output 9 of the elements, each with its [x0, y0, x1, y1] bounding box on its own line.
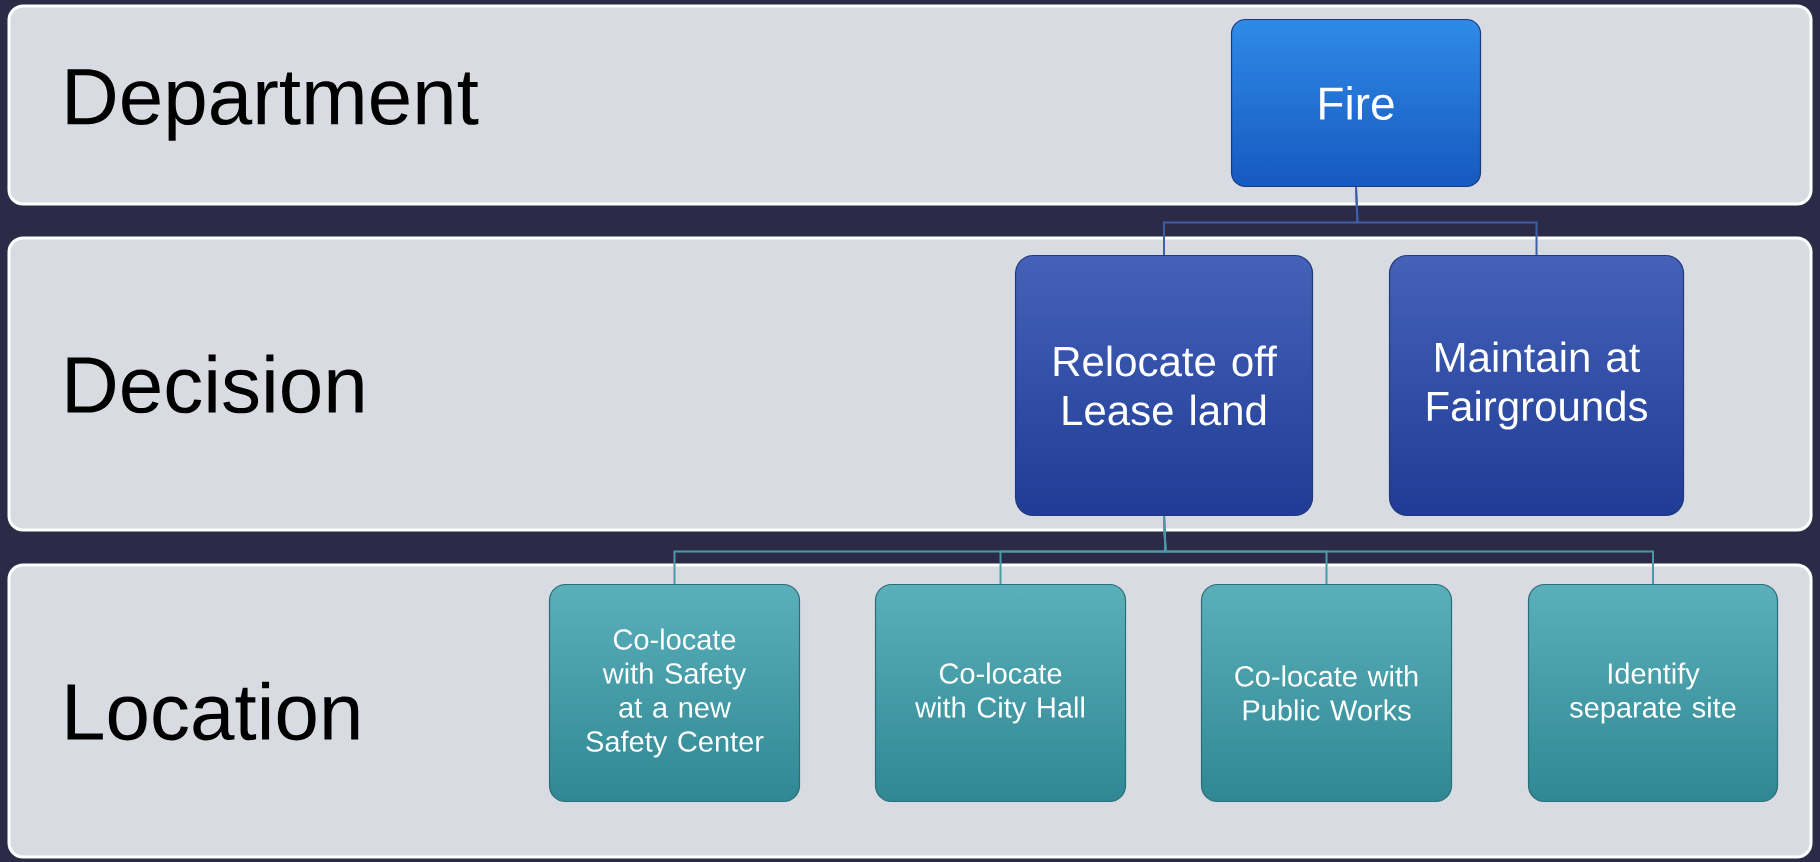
location-box: Identify separate site	[1527, 583, 1779, 803]
location-box: Co-locate with Safety at a new Safety Center	[548, 583, 801, 803]
connector	[1163, 515, 1654, 585]
location-box: Co-locate with City Hall	[874, 583, 1127, 803]
connector	[1355, 186, 1538, 256]
decision-box: Relocate off Lease land	[1014, 254, 1314, 517]
department-box: Fire	[1230, 18, 1482, 188]
location-box: Co-locate with Public Works	[1200, 583, 1453, 803]
decision-box: Maintain at Fairgrounds	[1388, 254, 1685, 517]
